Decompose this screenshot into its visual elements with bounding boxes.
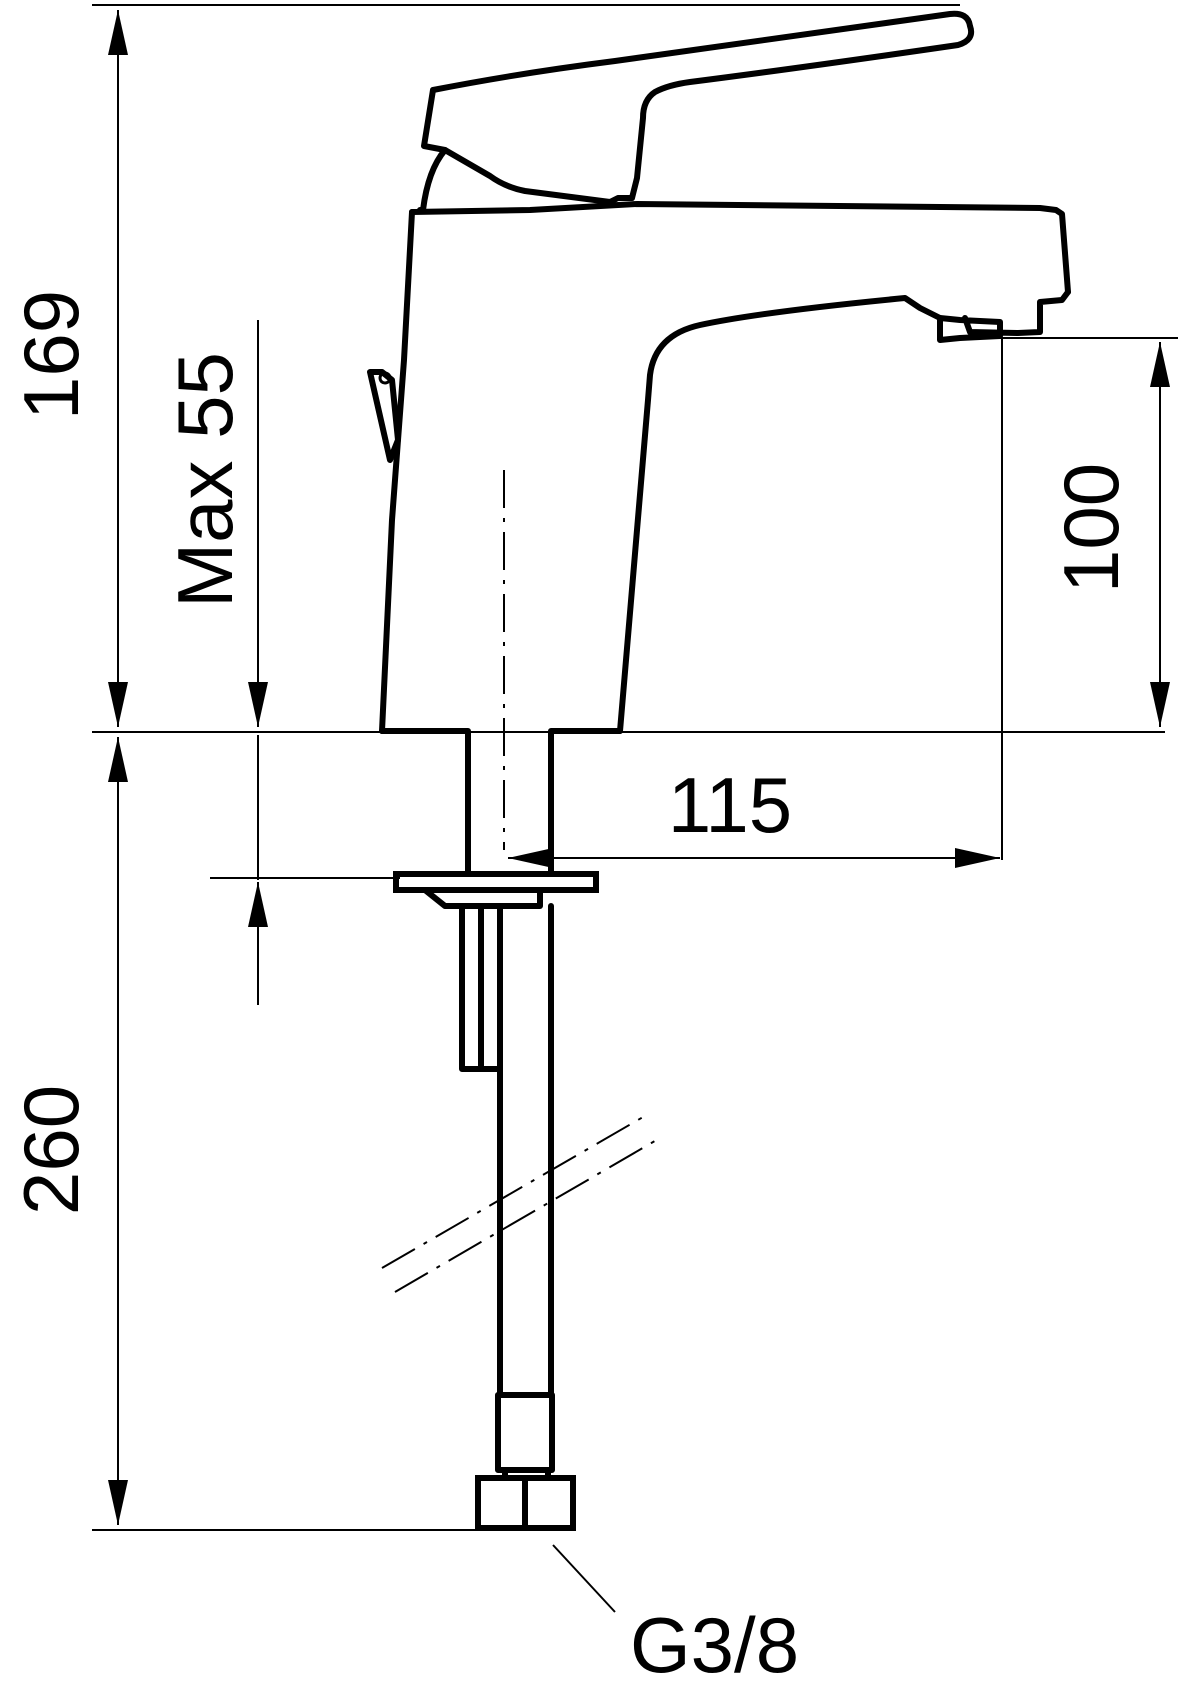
- body-top: [409, 201, 1071, 295]
- dimension-lines: [92, 4, 1178, 1613]
- body-rear-edge: [379, 209, 415, 734]
- body-base: [379, 728, 623, 876]
- dim-label-spout-reach: 115: [668, 761, 792, 849]
- flexible-hose: [497, 903, 554, 1398]
- fixing-plate: [393, 871, 599, 893]
- rear-knob: [367, 369, 401, 463]
- threaded-shank: [459, 903, 503, 1072]
- dim-label-hose-length: 260: [7, 1085, 95, 1215]
- dim-label-max-thickness: Max 55: [161, 352, 249, 608]
- rear-knob-pin: [378, 371, 392, 385]
- hose-break-lines: [381, 1112, 661, 1293]
- handle-base-curve: [420, 147, 448, 213]
- hose-ferrule: [495, 1392, 555, 1481]
- plate-wedge: [422, 887, 543, 909]
- lever-handle: [421, 10, 975, 205]
- dim-label-spout-height: 100: [1047, 463, 1135, 593]
- dim-label-total-height: 169: [7, 290, 95, 420]
- spout: [937, 289, 1071, 343]
- spout-underside: [617, 295, 943, 734]
- dim-label-connection-thread: G3/8: [630, 1601, 799, 1688]
- faucet-outline: [367, 10, 1071, 1531]
